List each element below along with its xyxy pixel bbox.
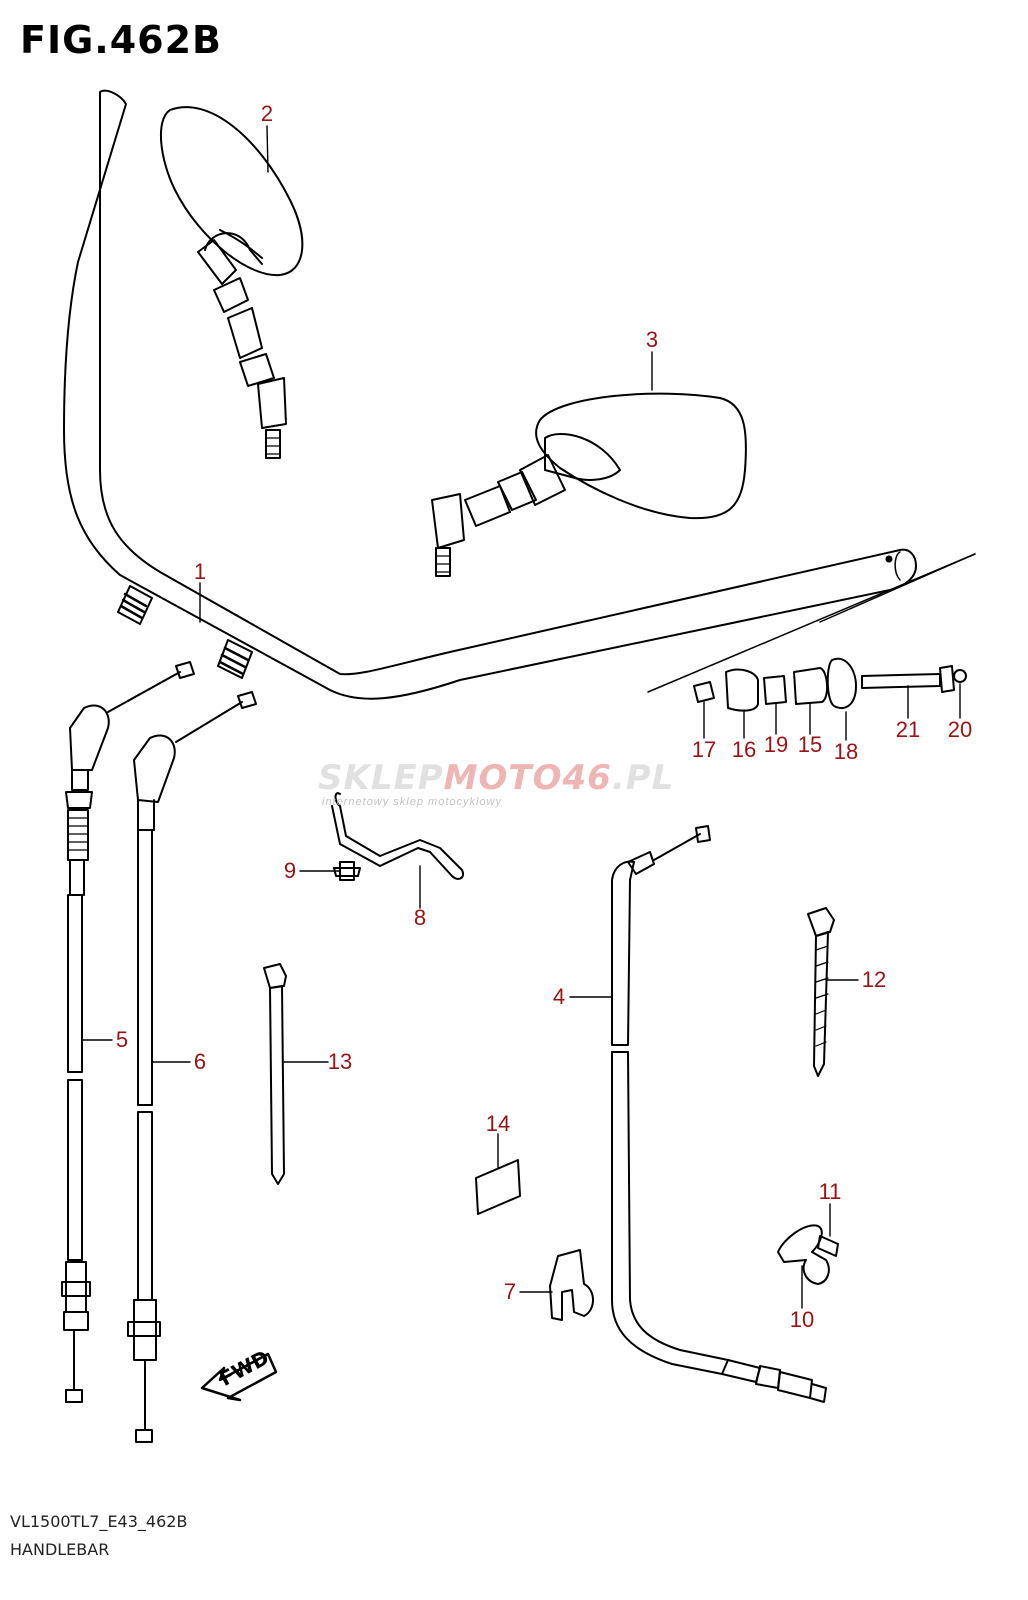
cable-tie-13-part (263, 963, 287, 1185)
knurl-left (117, 585, 153, 625)
bar-end-hardware (693, 657, 967, 712)
cable-clamp-part (549, 1249, 594, 1321)
mirror-left-part (159, 106, 304, 459)
callout-6: 6 (193, 1049, 207, 1074)
handlebar-part (63, 89, 976, 700)
callout-7: 7 (503, 1279, 517, 1304)
callout-19: 19 (763, 732, 789, 757)
callout-21: 21 (895, 717, 921, 742)
watermark-main: SKLEPMOTO46.PL (318, 758, 718, 798)
forward-direction-arrow-icon (200, 1352, 278, 1402)
clutch-cable-part (611, 825, 827, 1403)
watermark-suffix: .PL (611, 758, 675, 798)
section-name: HANDLEBAR (10, 1540, 110, 1559)
callout-14: 14 (485, 1111, 511, 1136)
callout-12: 12 (861, 967, 887, 992)
leader-lines (81, 125, 961, 1309)
callout-17: 17 (691, 737, 717, 762)
callout-8: 8 (413, 905, 427, 930)
callout-5: 5 (115, 1027, 129, 1052)
bolt-9-part (333, 861, 361, 881)
watermark-prefix: SKLEP (318, 758, 444, 798)
callout-10: 10 (789, 1307, 815, 1332)
watermark-subtitle: internetowy sklep motocyklowy (322, 796, 503, 808)
callout-3: 3 (645, 327, 659, 352)
throttle-cable-6-part (127, 691, 257, 1443)
callout-1: 1 (193, 559, 207, 584)
cable-tie-12-part (807, 907, 835, 1077)
callout-13: 13 (327, 1049, 353, 1074)
callout-16: 16 (731, 737, 757, 762)
callout-18: 18 (833, 739, 859, 764)
watermark-highlight: MOTO46 (443, 758, 612, 798)
watermark: SKLEPMOTO46.PL internetowy sklep motocyk… (318, 758, 718, 808)
model-code: VL1500TL7_E43_462B (10, 1512, 188, 1531)
callout-11: 11 (818, 1179, 842, 1204)
callout-4: 4 (552, 984, 566, 1009)
callout-15: 15 (797, 732, 823, 757)
cable-guide-bracket-part (331, 792, 464, 880)
callout-9: 9 (283, 858, 297, 883)
callout-20: 20 (947, 717, 973, 742)
knurl-right (217, 639, 253, 679)
throttle-cable-5-part (61, 661, 195, 1403)
cable-holder-part (777, 1224, 839, 1285)
label-sticker-part (475, 1159, 521, 1215)
figure-title: FIG.462B (20, 18, 223, 62)
callout-2: 2 (260, 101, 274, 126)
mirror-right-part (431, 392, 747, 577)
